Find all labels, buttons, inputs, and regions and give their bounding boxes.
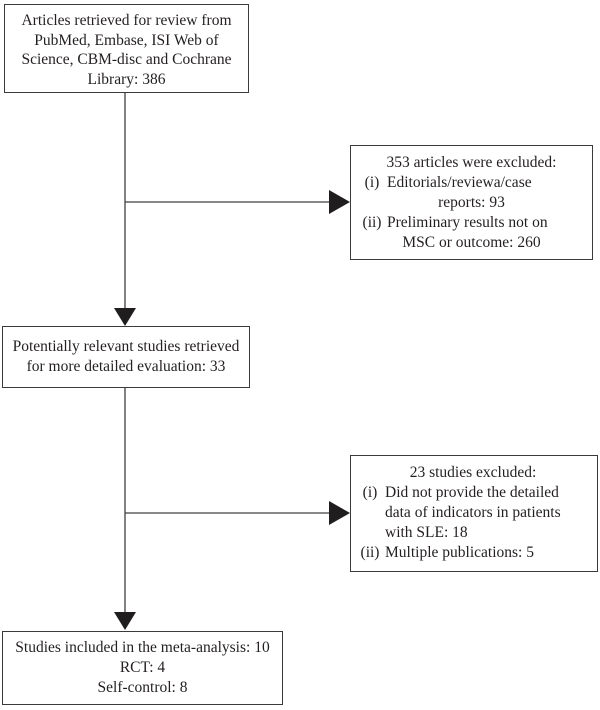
box-articles-line: Library: 386 xyxy=(87,70,166,88)
box-excluded-23-title: 23 studies excluded: xyxy=(409,464,537,481)
box-excluded-353: 353 articles were excluded: (i) Editoria… xyxy=(350,145,593,260)
right-arrowhead-excluded-23 xyxy=(329,501,350,525)
excluded-23-item-i: (i) Did not provide the detailed data of… xyxy=(355,483,591,543)
list-item-text: Editorials/reviewa/case xyxy=(387,174,532,191)
box-potentially-relevant: Potentially relevant studies retrieved f… xyxy=(2,326,250,388)
list-item-continuation: MSC or outcome: 260 xyxy=(402,234,541,251)
list-item-continuation: reports: 93 xyxy=(438,194,505,211)
box-relevant-line: Potentially relevant studies retrieved xyxy=(12,338,240,355)
box-articles-line: Science, CBM-disc and Cochrane xyxy=(21,51,232,68)
list-item-line: Did not provide the detailed xyxy=(385,484,559,501)
box-included-line: Self-control: 8 xyxy=(97,679,188,696)
excluded-353-item-ii: (ii) Preliminary results not on xyxy=(357,213,586,233)
list-item-text: Preliminary results not on xyxy=(387,214,548,231)
right-arrowhead-excluded-353 xyxy=(329,190,350,214)
list-marker: (ii) xyxy=(360,544,380,561)
list-item-line: with SLE: 18 xyxy=(385,524,468,541)
list-item-line: data of indicators in patients xyxy=(385,504,561,521)
box-articles-line: PubMed, Embase, ISI Web of xyxy=(34,31,219,49)
box-excluded-353-title: 353 articles were excluded: xyxy=(386,154,557,171)
box-included-line: RCT: 4 xyxy=(119,659,166,676)
box-articles-line: Articles retrieved for review from xyxy=(21,12,232,29)
box-included-line: Studies included in the meta-analysis: 1… xyxy=(15,639,270,656)
excluded-353-item-i: (i) Editorials/reviewa/case xyxy=(357,173,586,193)
down-arrowhead-included xyxy=(114,612,136,630)
list-item-text: Did not provide the detailed data of ind… xyxy=(385,483,591,543)
box-studies-included: Studies included in the meta-analysis: 1… xyxy=(2,631,283,705)
excluded-23-item-ii: (ii) Multiple publications: 5 xyxy=(355,543,591,563)
list-marker: (i) xyxy=(362,484,378,501)
list-marker: (ii) xyxy=(362,214,382,231)
box-relevant-line: for more detailed evaluation: 33 xyxy=(26,358,226,375)
list-marker: (i) xyxy=(364,174,380,191)
box-articles-retrieved: Articles retrieved for review from PubMe… xyxy=(4,4,249,93)
list-item-text: Multiple publications: 5 xyxy=(385,544,534,561)
box-excluded-23: 23 studies excluded: (i) Did not provide… xyxy=(350,455,598,572)
down-arrowhead-relevant xyxy=(114,308,136,326)
